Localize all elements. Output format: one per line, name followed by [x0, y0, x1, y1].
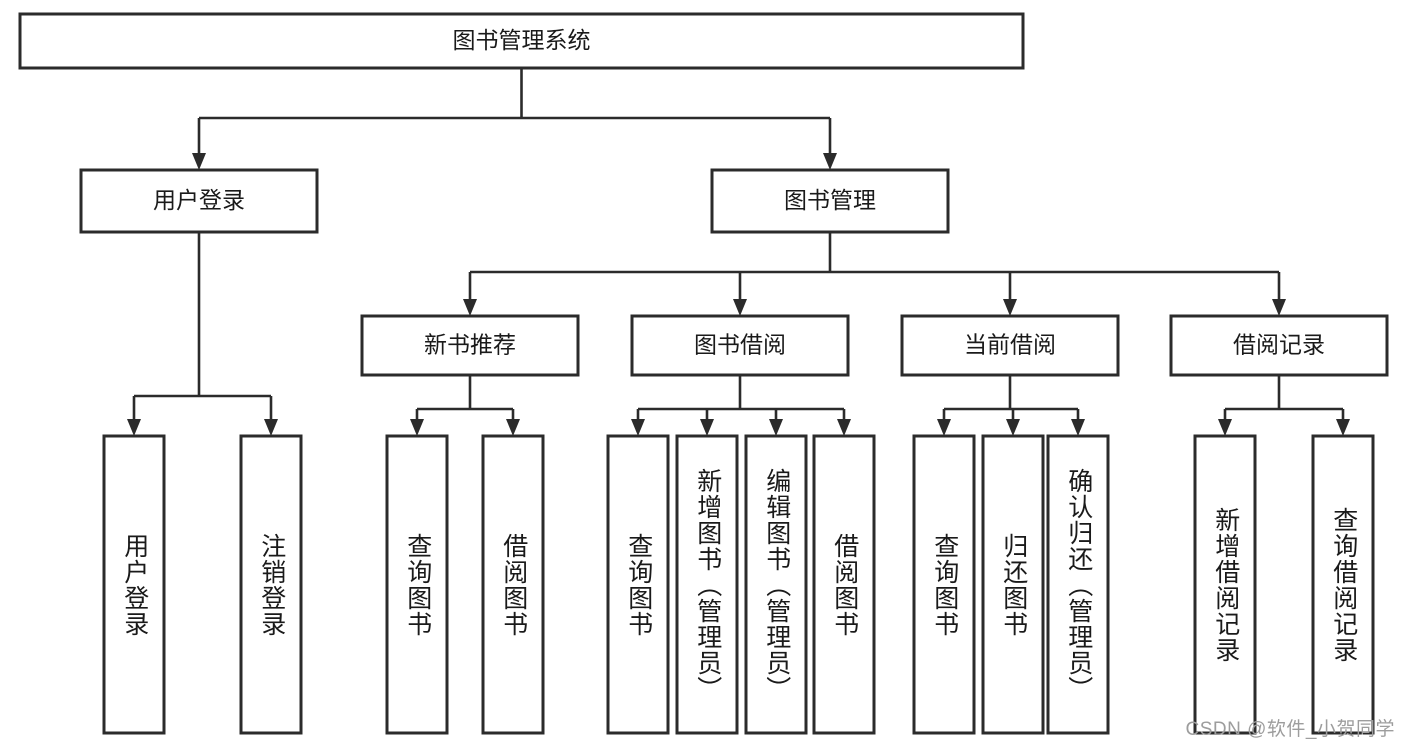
arrow-head-icon — [1336, 419, 1350, 436]
node-label-current-borrow: 当前借阅 — [964, 332, 1056, 358]
node-box-leaf-borrow-book-1[interactable] — [481, 434, 545, 735]
arrow-head-icon — [823, 153, 837, 170]
arrow-head-icon — [700, 419, 714, 436]
node-box-book-borrow[interactable] — [630, 314, 850, 377]
node-box-leaf-add-record[interactable] — [1193, 434, 1257, 735]
node-box-leaf-return-book[interactable] — [981, 434, 1045, 735]
arrow-head-icon — [127, 419, 141, 436]
node-label-book-borrow: 图书借阅 — [694, 332, 786, 358]
node-box-leaf-query-book-1[interactable] — [385, 434, 449, 735]
node-box-leaf-query-book-2[interactable] — [606, 434, 670, 735]
node-box-book-manage[interactable] — [710, 168, 950, 234]
arrow-head-icon — [733, 299, 747, 316]
node-box-current-borrow[interactable] — [900, 314, 1120, 377]
arrow-head-icon — [264, 419, 278, 436]
arrow-head-icon — [837, 419, 851, 436]
node-box-leaf-query-book-3[interactable] — [912, 434, 976, 735]
arrow-head-icon — [192, 153, 206, 170]
node-label-new-book-recommend: 新书推荐 — [424, 332, 516, 358]
node-box-leaf-user-login[interactable] — [102, 434, 166, 735]
node-label-book-manage: 图书管理 — [784, 187, 876, 213]
arrow-head-icon — [1272, 299, 1286, 316]
node-box-leaf-confirm-return[interactable] — [1046, 434, 1110, 735]
arrow-head-icon — [1006, 419, 1020, 436]
arrow-head-icon — [1071, 419, 1085, 436]
node-box-leaf-logout-login[interactable] — [239, 434, 303, 735]
arrow-head-icon — [463, 299, 477, 316]
node-box-borrow-record[interactable] — [1169, 314, 1389, 377]
node-box-leaf-edit-book-admin[interactable] — [744, 434, 808, 735]
node-label-user-login: 用户登录 — [153, 187, 245, 213]
arrow-head-icon — [506, 419, 520, 436]
arrow-head-icon — [1003, 299, 1017, 316]
connector-layer — [127, 68, 1350, 436]
node-box-leaf-borrow-book-2[interactable] — [812, 434, 876, 735]
arrow-head-icon — [410, 419, 424, 436]
node-box-leaf-query-record[interactable] — [1311, 434, 1375, 735]
node-box-root[interactable] — [18, 12, 1025, 70]
node-label-borrow-record: 借阅记录 — [1233, 332, 1325, 358]
node-box-layer — [18, 12, 1389, 735]
node-box-user-login[interactable] — [79, 168, 319, 234]
node-box-new-book-recommend[interactable] — [360, 314, 580, 377]
arrow-head-icon — [937, 419, 951, 436]
arrow-head-icon — [769, 419, 783, 436]
arrow-head-icon — [1218, 419, 1232, 436]
arrow-head-icon — [631, 419, 645, 436]
node-label-root: 图书管理系统 — [453, 27, 591, 53]
node-box-leaf-add-book-admin[interactable] — [675, 434, 739, 735]
csdn-watermark: CSDN @软件_小贺同学 — [1185, 719, 1395, 740]
